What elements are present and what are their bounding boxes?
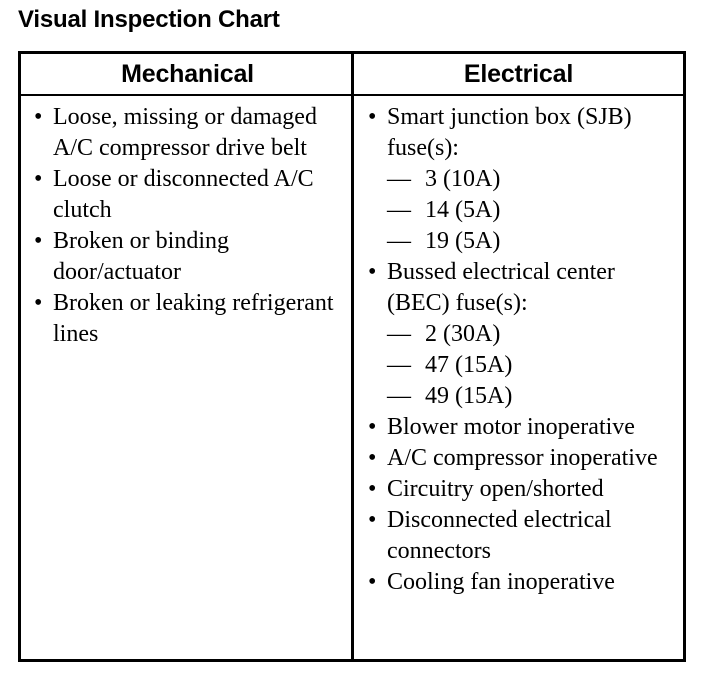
list-item-text: Smart junction box (SJB) fuse(s): (387, 104, 632, 161)
list-item-text: Disconnected electrical connectors (387, 507, 612, 564)
em-dash-icon: — (387, 383, 411, 409)
bullet-icon: • (368, 569, 377, 595)
list-item: • Smart junction box (SJB) fuse(s): — 3 (10… (366, 102, 677, 257)
sub-list-item: — 47 (15A) (387, 350, 677, 381)
mechanical-item-list: • Loose, missing or damaged A/C compresso… (32, 102, 346, 350)
bullet-icon: • (34, 290, 43, 316)
bullet-icon: • (34, 166, 43, 192)
sub-list-item: — 19 (5A) (387, 226, 677, 257)
em-dash-icon: — (387, 228, 411, 254)
bullet-icon: • (368, 104, 377, 130)
sub-list-item-text: 14 (5A) (425, 197, 501, 223)
header-separator-rule (21, 94, 683, 96)
em-dash-icon: — (387, 166, 411, 192)
list-item-text: A/C compressor inoperative (387, 445, 658, 471)
list-item-text: Circuitry open/shorted (387, 476, 604, 502)
list-item: • Broken or leaking refrigerant lines (32, 288, 346, 350)
em-dash-icon: — (387, 352, 411, 378)
list-item-text: Broken or binding door/actuator (53, 228, 229, 285)
bullet-icon: • (34, 104, 43, 130)
sub-item-list: — 2 (30A) — 47 (15A) — 49 (15A) (387, 319, 677, 412)
list-item: • Disconnected electrical connectors (366, 505, 677, 567)
sub-list-item: — 49 (15A) (387, 381, 677, 412)
bullet-icon: • (368, 507, 377, 533)
list-item-text: Bussed electrical center (BEC) fuse(s): (387, 259, 615, 316)
table-header-row: Mechanical Electrical (21, 54, 683, 94)
sub-list-item-text: 19 (5A) (425, 228, 501, 254)
list-item-text: Broken or leaking refrigerant lines (53, 290, 334, 347)
table-body-row: • Loose, missing or damaged A/C compresso… (21, 96, 683, 659)
bullet-icon: • (368, 259, 377, 285)
em-dash-icon: — (387, 321, 411, 347)
list-item: • Cooling fan inoperative (366, 567, 677, 598)
table-inner: Mechanical Electrical • Loose, missing or… (21, 54, 683, 659)
list-item: • Loose, missing or damaged A/C compresso… (32, 102, 346, 164)
sub-list-item: — 2 (30A) (387, 319, 677, 350)
sub-list-item: — 3 (10A) (387, 164, 677, 195)
list-item: • Broken or binding door/actuator (32, 226, 346, 288)
bullet-icon: • (368, 445, 377, 471)
table-cell-mechanical: • Loose, missing or damaged A/C compresso… (21, 96, 354, 659)
table-cell-electrical: • Smart junction box (SJB) fuse(s): — 3 (10… (354, 96, 683, 659)
list-item: • Circuitry open/shorted (366, 474, 677, 505)
column-divider (351, 54, 354, 659)
list-item: • A/C compressor inoperative (366, 443, 677, 474)
em-dash-icon: — (387, 197, 411, 223)
sub-list-item-text: 47 (15A) (425, 352, 513, 378)
bullet-icon: • (368, 414, 377, 440)
sub-list-item-text: 49 (15A) (425, 383, 513, 409)
column-header-mechanical: Mechanical (121, 60, 254, 88)
bullet-icon: • (368, 476, 377, 502)
bullet-icon: • (34, 228, 43, 254)
column-header-electrical: Electrical (463, 60, 574, 88)
list-item-text: Blower motor inoperative (387, 414, 635, 440)
sub-list-item-text: 3 (10A) (425, 166, 501, 192)
list-item: • Bussed electrical center (BEC) fuse(s):… (366, 257, 677, 412)
page-title: Visual Inspection Chart (18, 6, 280, 33)
list-item-text: Loose, missing or damaged A/C compressor… (53, 104, 317, 161)
list-item-text: Loose or disconnected A/C clutch (53, 166, 314, 223)
sub-list-item: — 14 (5A) (387, 195, 677, 226)
inspection-table: Mechanical Electrical • Loose, missing or… (18, 51, 686, 662)
electrical-item-list: • Smart junction box (SJB) fuse(s): — 3 (10… (366, 102, 677, 598)
list-item: • Loose or disconnected A/C clutch (32, 164, 346, 226)
list-item: • Blower motor inoperative (366, 412, 677, 443)
sub-item-list: — 3 (10A) — 14 (5A) — 19 (5A) (387, 164, 677, 257)
list-item-text: Cooling fan inoperative (387, 569, 615, 595)
sub-list-item-text: 2 (30A) (425, 321, 501, 347)
